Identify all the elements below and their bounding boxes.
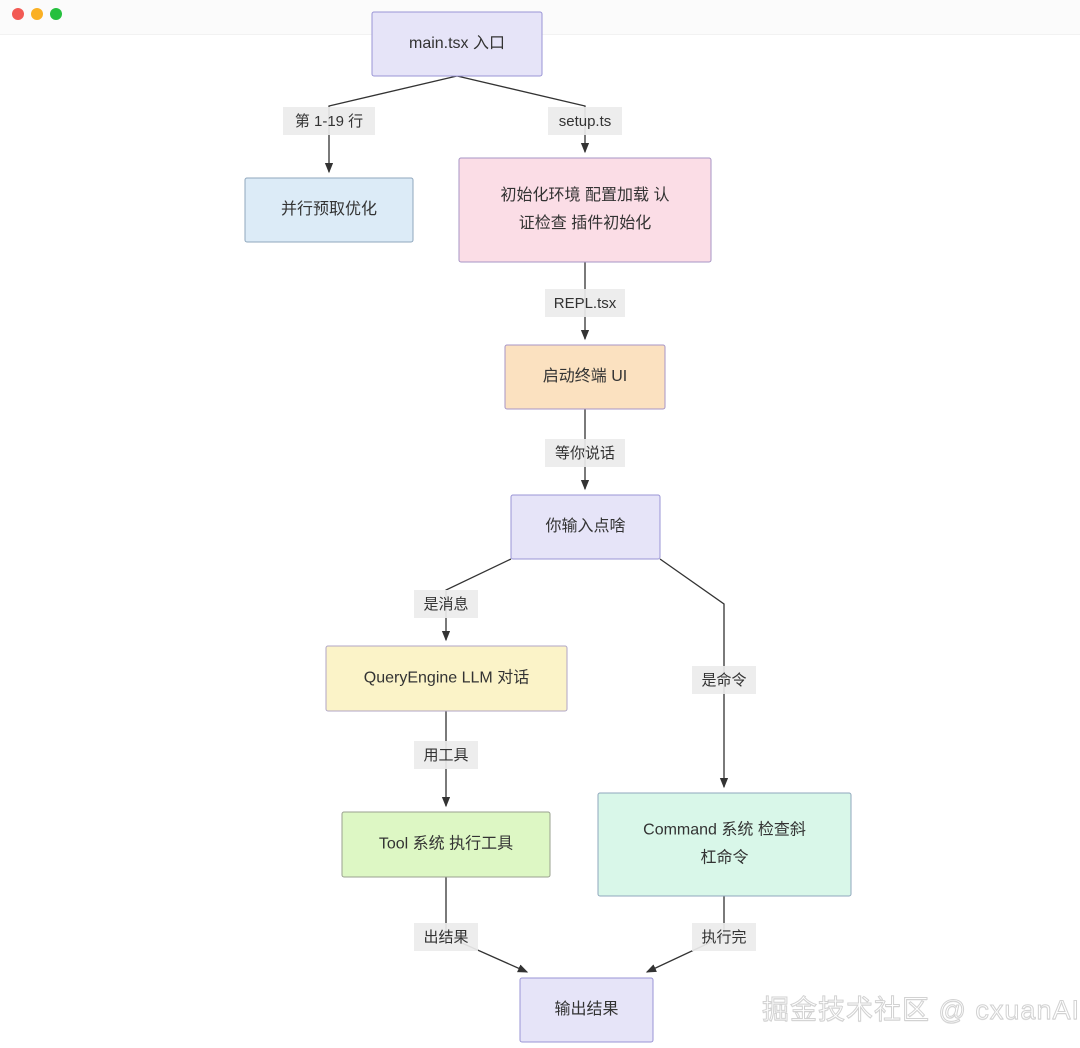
flowchart-node[interactable]: 并行预取优化 [244,177,414,243]
flowchart-node-shape [510,494,661,560]
flowchart-node-shape [244,177,414,243]
flowchart-edge-label-background [548,107,622,135]
flowchart-node-shape [519,977,654,1043]
flowchart-edge-label-background [414,741,478,769]
flowchart-node-shape [325,645,568,712]
flowchart-node[interactable]: 你输入点啥 [510,494,661,560]
flowchart-node-label: 输出结果 [554,1000,618,1018]
window-maximize-button[interactable] [50,8,62,20]
flowchart-node-shape [458,157,712,263]
flowchart-edge-label-background [414,590,478,618]
flowchart-node[interactable]: 输出结果 [519,977,654,1043]
flowchart-edge-label-background [692,666,756,694]
flowchart-node-label: QueryEngine LLM 对话 [364,669,529,687]
flowchart-edge-label-background [414,923,478,951]
flowchart-edge-label-text: 第 1-19 行 [295,112,363,130]
flowchart-edge-label: REPL.tsx [545,289,625,317]
flowchart-edge-label-text: 出结果 [423,929,468,946]
flowchart-node-shape [504,344,666,410]
flowchart-edge [659,558,729,789]
flowchart-node-label: 杠命令 [700,849,748,867]
flowchart-node[interactable]: QueryEngine LLM 对话 [325,645,568,712]
window-close-button[interactable] [12,8,24,20]
flowchart-node-label: Tool 系统 执行工具 [379,835,513,853]
flowchart-node-label: 你输入点啥 [545,517,625,535]
flowchart-edge-label-text: REPL.tsx [554,295,617,312]
flowchart-node[interactable]: 启动终端 UI [504,344,666,410]
flowchart-edge-label-text: setup.ts [559,113,612,130]
flowchart-edge-label: 执行完 [692,923,756,951]
flowchart-edge-label-text: 是消息 [423,596,468,613]
flowchart-node-label: 并行预取优化 [281,200,377,218]
flowchart-node-label: 启动终端 UI [543,367,627,385]
flowchart-edge-label: 是命令 [692,666,756,694]
flowchart-edge-label: 用工具 [414,741,478,769]
flowchart-edge-label-text: 是命令 [701,671,746,689]
flowchart-edge-label-text: 等你说话 [555,444,615,462]
flowchart-edge-label: 等你说话 [545,439,625,467]
flowchart-node-label: Command 系统 检查斜 [643,821,806,839]
flowchart-node-shape [341,811,551,878]
flowchart-node-shape [597,792,852,897]
flowchart-edge-label-text: 执行完 [701,929,746,946]
flowchart-edge-label-background [545,439,625,467]
flowchart-edge-label: setup.ts [548,107,622,135]
flowchart-edge-label-background [692,923,756,951]
window-minimize-button[interactable] [31,8,43,20]
flowchart-node-label: 初始化环境 配置加载 认 [501,185,670,204]
flowchart-edge [456,75,590,154]
flowchart-node-shape [371,11,543,77]
watermark-text: 掘金技术社区 @ cxuanAI [762,995,1080,1026]
flowchart-node[interactable]: Tool 系统 执行工具 [341,811,551,878]
flowchart-edge-label-background [545,289,625,317]
flowchart-node-label: 证检查 插件初始化 [519,214,651,232]
flowchart-edge-label-background [283,107,375,135]
flowchart-edge-label: 是消息 [414,590,478,618]
flowchart-node-label: main.tsx 入口 [409,35,505,52]
flowchart-node[interactable]: main.tsx 入口 [371,11,543,77]
flowchart-edge-label-text: 用工具 [423,747,468,764]
flowchart-edge [324,75,458,174]
flowchart-edge-label: 第 1-19 行 [283,107,375,135]
flowchart-edge-label: 出结果 [414,923,478,951]
